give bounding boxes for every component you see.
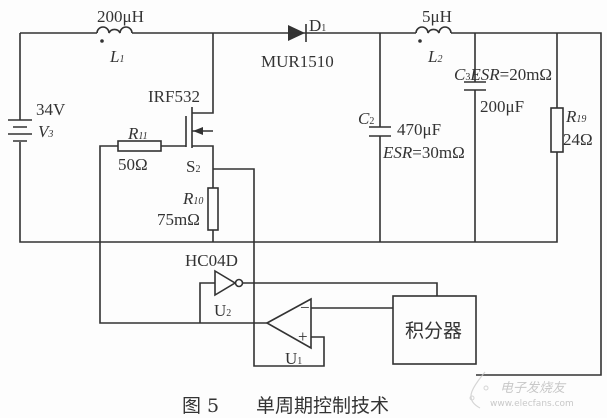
battery-v3 xyxy=(8,119,32,142)
d1-label: D1 xyxy=(309,16,326,35)
c2-esr: ESR=30mΩ xyxy=(382,143,465,162)
v3-label: V3 xyxy=(38,122,53,141)
c2-label: C2 xyxy=(358,109,374,128)
integrator-block xyxy=(392,295,477,365)
r19-label: R19 xyxy=(565,107,586,126)
opamp-u1 xyxy=(265,297,312,350)
c3-value: 200μF xyxy=(480,97,524,116)
s2-part: IRF532 xyxy=(148,87,200,106)
c2-value: 470μF xyxy=(397,120,441,139)
figure-number: 图 5 xyxy=(182,395,219,417)
s2-label: S2 xyxy=(186,157,200,176)
v3-value: 34V xyxy=(36,100,66,119)
opamp-minus: − xyxy=(300,298,310,317)
figure-title: 单周期控制技术 xyxy=(256,395,389,417)
inverter-u2 xyxy=(214,269,244,297)
opamp-plus: + xyxy=(298,327,308,346)
l2-label: L2 xyxy=(427,47,442,66)
svg-text:电子发烧友: 电子发烧友 xyxy=(500,381,567,396)
r11-label: R11 xyxy=(127,124,148,143)
integrator-label: 积分器 xyxy=(405,320,462,342)
l2-value: 5μH xyxy=(422,7,452,26)
r19-value: 24Ω xyxy=(563,130,593,149)
inductor-l1 xyxy=(96,26,133,43)
c3-label: C3ESR=20mΩ xyxy=(454,65,552,84)
r10-label: R10 xyxy=(182,189,203,208)
u1-label: U1 xyxy=(285,349,302,368)
resistor-r10 xyxy=(207,187,219,231)
resistor-r11 xyxy=(117,140,162,152)
inductor-l2 xyxy=(415,26,452,43)
u2-part: HC04D xyxy=(185,251,238,270)
diode-d1 xyxy=(288,24,307,42)
l1-value: 200μH xyxy=(97,7,144,26)
svg-text:www.elecfans.com: www.elecfans.com xyxy=(490,399,574,409)
r10-value: 75mΩ xyxy=(157,210,200,229)
capacitor-c2 xyxy=(369,126,391,137)
r11-value: 50Ω xyxy=(118,155,148,174)
mosfet-s2 xyxy=(185,107,213,148)
d1-part: MUR1510 xyxy=(261,52,334,71)
capacitor-c3 xyxy=(464,81,486,91)
watermark-logo: 电子发烧友 www.elecfans.com xyxy=(469,371,574,409)
u2-label: U2 xyxy=(214,301,231,320)
wires xyxy=(19,32,602,376)
resistor-r19 xyxy=(550,107,564,153)
l1-label: L1 xyxy=(109,47,124,66)
